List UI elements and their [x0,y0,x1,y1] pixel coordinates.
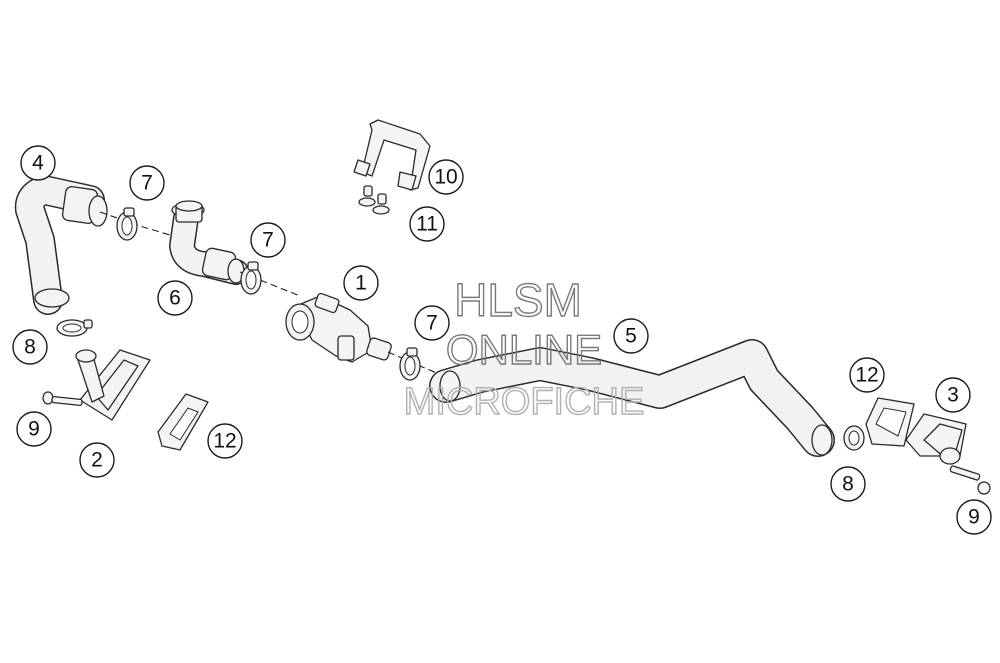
part-7-clamp-right [399,347,421,381]
watermark-line2: ONLINE [446,326,602,373]
callout-12-right: 12 [849,357,885,393]
callout-8-right-label: 8 [842,473,854,496]
callout-2: 2 [79,442,115,478]
watermark: HLSM ONLINE MICROFICHE [403,273,645,423]
callout-11-label: 11 [416,213,438,236]
callout-6: 6 [157,280,193,316]
callout-9-right: 9 [956,499,992,535]
part-5-long-hose [429,339,835,457]
callout-10-label: 10 [434,166,457,189]
callout-4-label: 4 [32,152,44,175]
part-6-elbow-pipe [169,200,249,285]
callout-6-label: 6 [169,287,181,310]
callout-12-left-label: 12 [213,430,236,453]
callout-8-left-label: 8 [24,336,36,359]
callout-5: 5 [613,318,649,354]
part-4-hose [14,175,108,315]
callout-8-right: 8 [830,466,866,502]
callout-12-left: 12 [207,423,243,459]
callout-8-left: 8 [12,329,48,365]
callout-7-middle-label: 7 [262,229,274,252]
callout-3: 3 [935,377,971,413]
part-3-cover-right [905,413,967,465]
callout-7-left: 7 [129,165,165,201]
callout-7-right: 7 [414,305,450,341]
part-9-screw-left [42,391,83,407]
callout-1-label: 1 [355,272,367,295]
part-9-screw-right [949,465,991,495]
callout-7-middle: 7 [250,222,286,258]
callout-7-left-label: 7 [141,172,153,195]
part-11-screws [358,185,390,215]
callout-10: 10 [428,159,464,195]
part-1-valve [285,292,392,363]
callout-7-right-label: 7 [426,312,438,335]
part-7-clamp-middle [240,261,262,295]
part-7-clamp-left [116,207,138,241]
callout-12-right-label: 12 [855,364,878,387]
callout-2-label: 2 [91,449,103,472]
callout-9-right-label: 9 [968,506,980,529]
callout-1: 1 [343,265,379,301]
callout-3-label: 3 [947,384,959,407]
callout-5-label: 5 [625,325,637,348]
part-2-cover-left [75,349,151,421]
part-12-gasket-left [157,393,209,451]
part-10-bracket [353,119,431,191]
callout-4: 4 [20,145,56,181]
assembly-line-left [99,211,181,239]
watermark-line1: HLSM [454,274,582,326]
part-12-gasket-right [865,397,915,447]
part-8-clamp-left [56,319,93,337]
callout-9-left-label: 9 [28,418,40,441]
watermark-line3: MICROFICHE [404,381,645,423]
part-8-clamp-right [843,425,865,451]
callout-9-left: 9 [16,411,52,447]
callout-11: 11 [409,206,445,242]
